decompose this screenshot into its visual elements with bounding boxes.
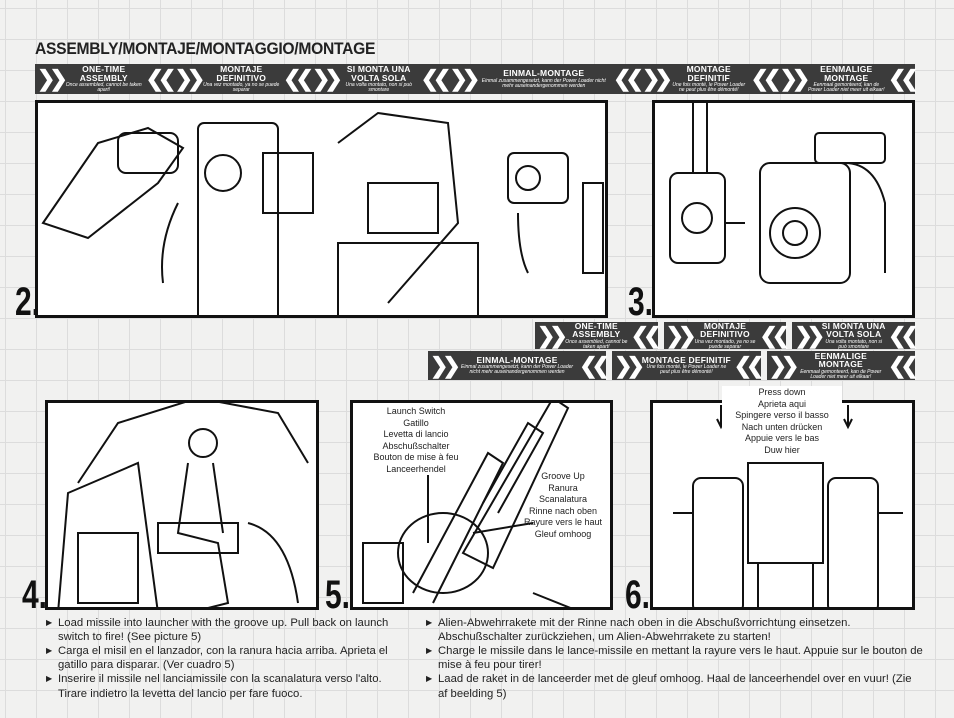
- chevron-right-icon: ❯❯: [537, 322, 568, 348]
- chevron-left-icon: ❮❮: [579, 352, 610, 378]
- loader-arm-cannon-drawing: [669, 103, 886, 284]
- power-loader-arms-drawing: [41, 111, 604, 315]
- chevron-left-icon: ❮❮: [283, 66, 314, 91]
- bullet-triangle-icon: ▶: [426, 618, 433, 627]
- chevron-left-icon: ❮❮: [888, 66, 919, 91]
- instruction-fr: ▶Charge le missile dans le lance-missile…: [426, 645, 923, 672]
- chevron-left-icon: ❮❮: [630, 322, 662, 348]
- bullet-triangle-icon: ▶: [426, 674, 433, 684]
- chevron-right-icon: ❯❯: [449, 66, 481, 91]
- bullet-triangle-icon: ▶: [46, 646, 53, 656]
- chevron-left-icon: ❮❮: [759, 322, 790, 348]
- step-number-3: 3.: [628, 280, 654, 324]
- bullet-triangle-icon: ▶: [46, 674, 53, 684]
- chevron-right-icon: ❯❯: [37, 66, 68, 91]
- chevron-right-icon: ❯❯: [779, 66, 811, 91]
- chevron-right-icon: ❯❯: [642, 66, 673, 91]
- instruction-de: ▶Alien-Abwehrrakete mit der Rinne nach o…: [426, 617, 851, 644]
- instructions-right: ▶Alien-Abwehrrakete mit der Rinne nach o…: [424, 616, 924, 701]
- bullet-triangle-icon: ▶: [426, 646, 433, 656]
- instruction-es: ▶Carga el misil en el lanzador, con la r…: [46, 645, 388, 672]
- chevron-right-icon: ❯❯: [430, 352, 461, 378]
- pilot-in-loader-drawing: [57, 403, 309, 607]
- chevron-left-icon: ❮❮: [420, 66, 452, 91]
- bullet-triangle-icon: ▶: [46, 618, 53, 627]
- chevron-left-icon: ❮❮: [888, 352, 919, 378]
- step-number-5: 5.: [325, 573, 351, 617]
- step-number-6: 6.: [625, 573, 651, 617]
- instruction-en: ▶Load missile into launcher with the gro…: [46, 617, 389, 644]
- chevron-right-icon: ❯❯: [174, 66, 206, 91]
- chevron-right-icon: ❯❯: [312, 66, 343, 91]
- step-4-illustration: [45, 400, 319, 610]
- chevron-right-icon: ❯❯: [614, 352, 645, 378]
- loader-torso-drawing: [673, 405, 903, 607]
- chevron-right-icon: ❯❯: [665, 322, 697, 348]
- step-2-illustration: [35, 100, 608, 318]
- instructions-left: ▶Load missile into launcher with the gro…: [44, 616, 409, 701]
- chevron-right-icon: ❯❯: [794, 322, 825, 348]
- chevron-left-icon: ❮❮: [145, 66, 177, 91]
- chevron-right-icon: ❯❯: [768, 352, 800, 378]
- chevron-left-icon: ❮❮: [733, 352, 765, 378]
- step-3-illustration: [652, 100, 915, 318]
- step-number-2: 2.: [15, 280, 41, 324]
- page-title: ASSEMBLY/MONTAJE/MONTAGGIO/MONTAGE: [35, 39, 376, 58]
- chevron-left-icon: ❮❮: [613, 66, 644, 91]
- chevron-left-icon: ❮❮: [888, 322, 919, 348]
- instruction-it: ▶Inserire il missile nel lanciamissile c…: [46, 673, 382, 700]
- chevron-left-icon: ❮❮: [750, 66, 782, 91]
- instruction-nl: ▶Laad de raket in de lanceerder met de g…: [426, 673, 912, 700]
- step-number-4: 4.: [22, 573, 48, 617]
